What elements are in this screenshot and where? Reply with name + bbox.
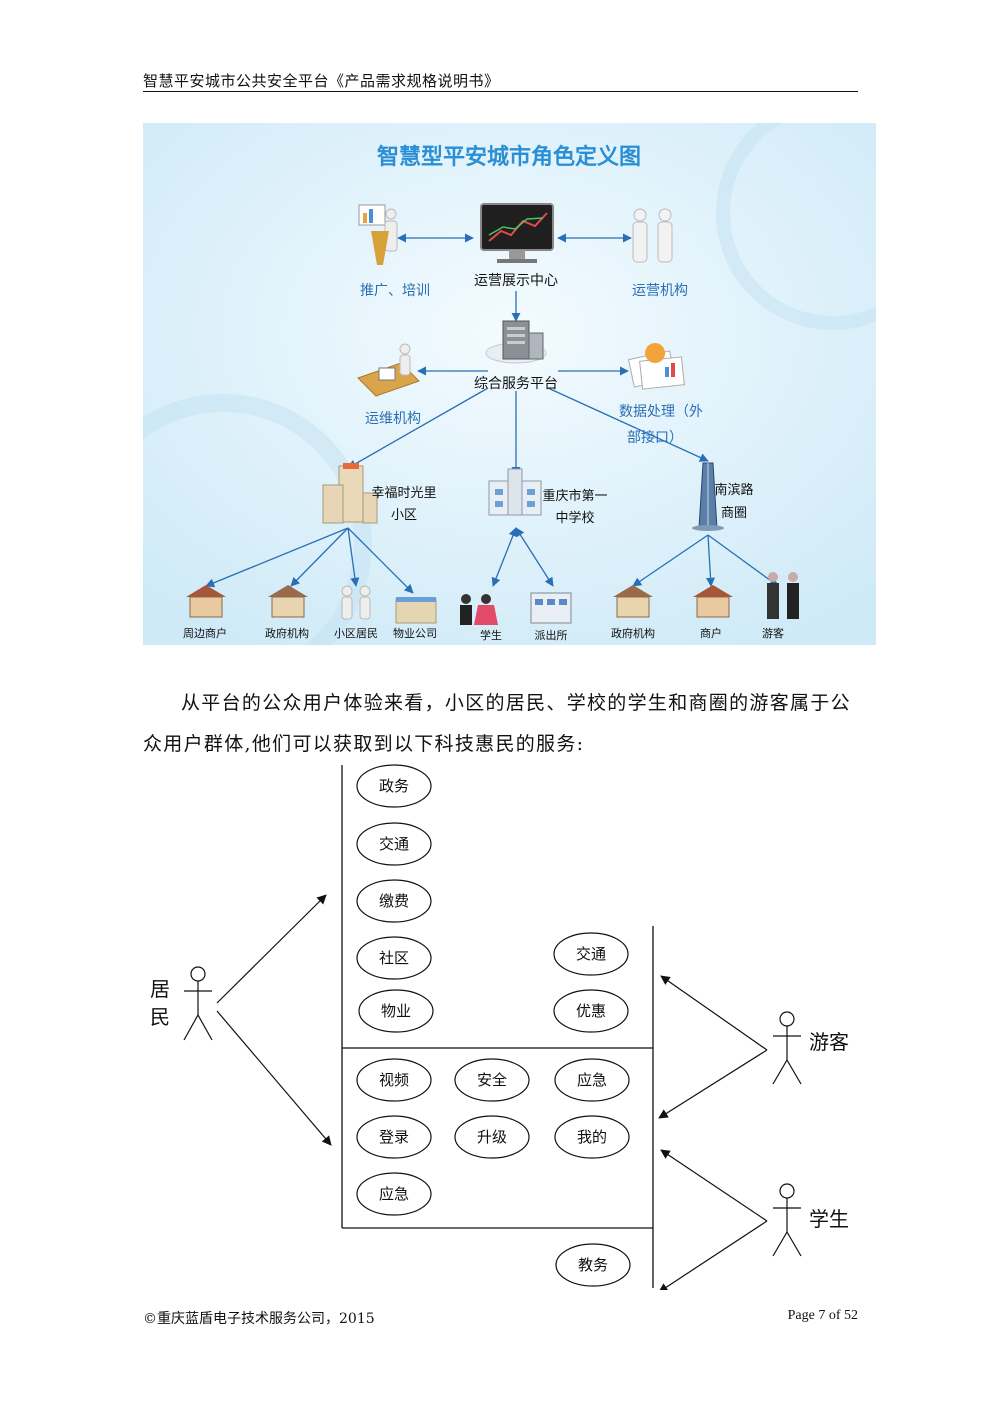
- use-case-ellipse: 政务: [356, 764, 432, 808]
- use-case-ellipse: 安全: [454, 1058, 530, 1102]
- leaf-label: 学生: [480, 628, 502, 642]
- use-case-ellipse: 物业: [358, 989, 434, 1033]
- use-case-ellipse: 视频: [356, 1058, 432, 1102]
- use-case-ellipse: 登录: [356, 1115, 432, 1159]
- svg-text:政务: 政务: [379, 777, 409, 795]
- footer-copyright: ©重庆蓝盾电子技术服务公司，2015: [143, 1311, 375, 1327]
- resident-label-1: 居: [150, 977, 170, 1001]
- svg-text:交通: 交通: [379, 835, 409, 853]
- leaf-label: 商户: [700, 626, 722, 640]
- label-community-1: 幸福时光里: [371, 486, 436, 501]
- label-school-1: 重庆市第一: [542, 488, 607, 504]
- trainer-figure-icon: [358, 204, 398, 265]
- footer-page-number: Page 7 of 52: [787, 1308, 858, 1323]
- svg-text:应急: 应急: [379, 1185, 409, 1203]
- svg-text:视频: 视频: [379, 1071, 409, 1089]
- label-data-proc-2: 部接口）: [627, 429, 683, 446]
- body-paragraph: 从平台的公众用户体验来看，小区的居民、学校的学生和商圈的游客属于公众用户群体,他…: [143, 692, 851, 755]
- label-data-proc-1: 数据处理（外: [619, 404, 703, 420]
- use-case-ellipse: 升级: [454, 1115, 530, 1159]
- svg-text:优惠: 优惠: [576, 1002, 606, 1020]
- leaf-label: 政府机构: [265, 626, 309, 640]
- svg-text:教务: 教务: [578, 1256, 608, 1274]
- use-case-ellipse: 社区: [356, 936, 432, 980]
- leaf-label: 派出所: [535, 628, 568, 642]
- label-operator: 运营机构: [632, 283, 688, 299]
- server-cloud-icon: [485, 320, 547, 364]
- figure-title: 智慧型平安城市角色定义图: [377, 144, 641, 170]
- use-case-ellipse: 交通: [553, 932, 629, 976]
- figure-connectors: [205, 233, 779, 594]
- label-maintenance: 运维机构: [365, 411, 421, 427]
- header-title: 智慧平安城市公共安全平台《产品需求规格说明书》: [143, 72, 500, 90]
- diagram-arrows: [216, 894, 768, 1290]
- use-case-ellipse: 应急: [356, 1172, 432, 1216]
- svg-text:我的: 我的: [577, 1128, 607, 1146]
- label-mall-1: 南滨路: [714, 482, 753, 498]
- label-mall-2: 商圈: [721, 506, 747, 521]
- label-promo: 推广、培训: [360, 283, 430, 299]
- svg-text:交通: 交通: [576, 945, 606, 963]
- label-ops-center: 运营展示中心: [474, 273, 558, 289]
- leaf-label: 小区居民: [334, 627, 378, 640]
- student-label: 学生: [809, 1207, 849, 1231]
- leaf-label: 游客: [762, 626, 784, 640]
- leaf-icons: [186, 572, 799, 625]
- label-school-2: 中学校: [555, 510, 594, 526]
- diagram-frame: [341, 765, 654, 1288]
- leaf-label: 周边商户: [183, 626, 227, 640]
- svg-text:登录: 登录: [379, 1128, 409, 1146]
- svg-text:物业: 物业: [381, 1002, 411, 1020]
- maintenance-desk-icon: [357, 343, 420, 397]
- leaf-label: 物业公司: [393, 626, 437, 640]
- use-case-ellipse: 应急: [554, 1058, 630, 1102]
- header-rule: [143, 91, 858, 92]
- use-case-ellipse: 优惠: [553, 989, 629, 1033]
- use-case-ellipse: 教务: [555, 1243, 631, 1287]
- monitor-icon: [480, 203, 554, 263]
- resident-actor-icon: [183, 966, 213, 1041]
- student-actor-icon: [772, 1183, 802, 1257]
- tourist-label: 游客: [809, 1030, 849, 1054]
- svg-text:安全: 安全: [477, 1071, 507, 1089]
- school-building-icon: [488, 468, 542, 516]
- use-case-ellipse: 交通: [356, 822, 432, 866]
- tourist-actor-icon: [772, 1011, 802, 1085]
- operator-figure-icon: [632, 208, 673, 263]
- use-case-ellipse: 我的: [554, 1115, 630, 1159]
- label-community-2: 小区: [391, 508, 417, 523]
- svg-text:应急: 应急: [577, 1071, 607, 1089]
- community-buildings-icon: [322, 463, 378, 524]
- leaf-label: 政府机构: [611, 626, 655, 640]
- svg-text:社区: 社区: [379, 949, 409, 967]
- resident-label-2: 民: [150, 1005, 170, 1029]
- label-platform: 综合服务平台: [474, 376, 558, 392]
- skyscraper-icon: [692, 462, 724, 531]
- use-case-diagram: 居 民 游客 学生 政务 交通 缴费 社区 物业 交通 优惠 视频 安全 应急 …: [150, 764, 849, 1290]
- svg-text:升级: 升级: [477, 1128, 507, 1146]
- data-documents-icon: [627, 343, 685, 390]
- role-definition-figure: 智慧型平安城市角色定义图: [143, 123, 876, 645]
- use-case-ellipse: 缴费: [356, 879, 432, 923]
- svg-text:缴费: 缴费: [379, 892, 409, 910]
